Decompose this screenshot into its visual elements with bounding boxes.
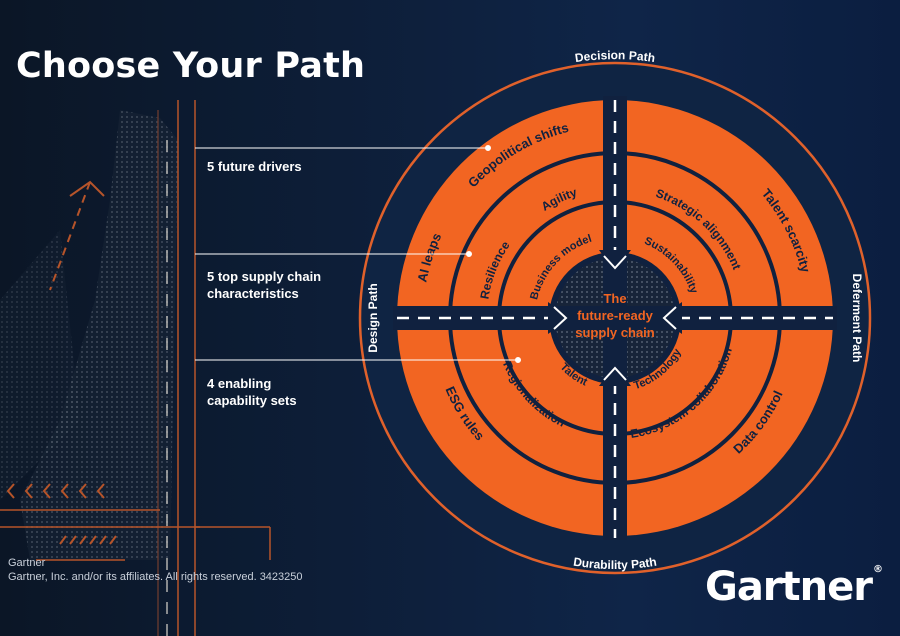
arrow-down-icon bbox=[599, 250, 631, 272]
legend-drivers: 5 future drivers bbox=[207, 158, 302, 175]
arrowheads bbox=[548, 250, 682, 386]
legend-leaders bbox=[195, 145, 521, 363]
path-label-bottom: Durability Path bbox=[572, 555, 657, 572]
center-line-3: supply chain bbox=[575, 325, 655, 340]
center-line-1: The bbox=[603, 291, 626, 306]
path-label-left: Design Path bbox=[366, 283, 380, 352]
legend-capabilities-line-1: 4 enabling bbox=[207, 376, 272, 391]
arrow-left-icon bbox=[660, 302, 682, 334]
legend-drivers-text: 5 future drivers bbox=[207, 159, 302, 174]
legend-capabilities-line-2: capability sets bbox=[207, 393, 297, 408]
gartner-logo-text: Gartner bbox=[704, 564, 873, 610]
path-label-top: Decision Path bbox=[574, 48, 656, 65]
page-title: Choose Your Path bbox=[16, 46, 366, 86]
footer-copyright: Gartner, Inc. and/or its affiliates. All… bbox=[8, 571, 303, 583]
center-line-2: future-ready bbox=[577, 308, 654, 323]
background-road-graphic bbox=[0, 100, 271, 636]
registered-mark: ® bbox=[873, 564, 883, 575]
legend-characteristics-line-2: characteristics bbox=[207, 286, 299, 301]
center-label: The future-ready supply chain bbox=[575, 291, 655, 340]
legend-characteristics: 5 top supply chain characteristics bbox=[207, 268, 321, 302]
arrow-right-icon bbox=[548, 302, 570, 334]
cross-roads bbox=[393, 96, 837, 540]
legend-characteristics-line-1: 5 top supply chain bbox=[207, 269, 322, 284]
gartner-logo: Gartner® bbox=[704, 564, 883, 610]
legend-capabilities: 4 enabling capability sets bbox=[207, 375, 297, 409]
footer-source: Gartner bbox=[8, 557, 46, 569]
path-label-right: Deferment Path bbox=[850, 274, 864, 363]
arrow-up-icon bbox=[599, 364, 631, 386]
